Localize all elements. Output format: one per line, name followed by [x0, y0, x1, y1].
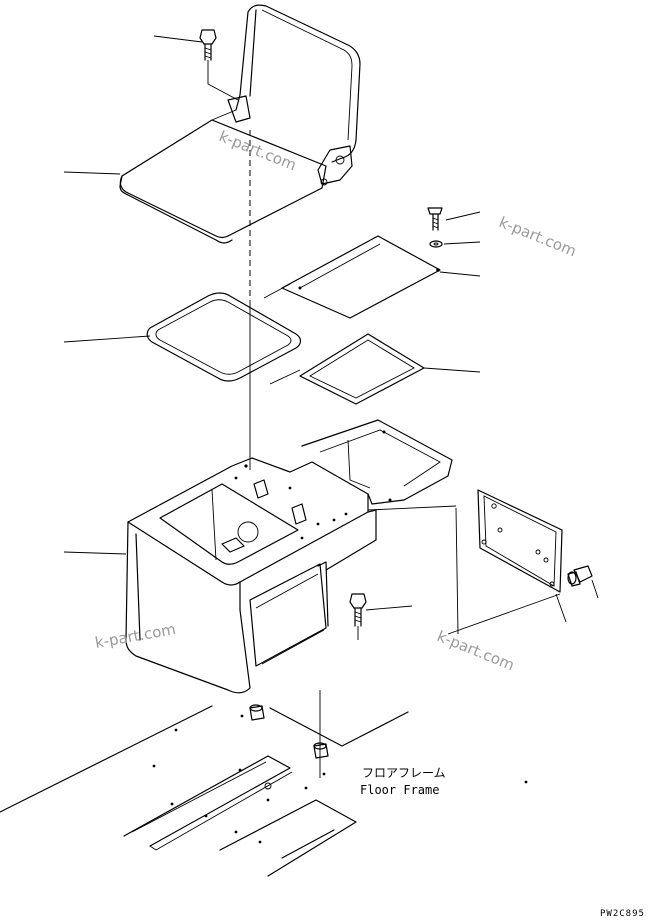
watermark-4: k-part.com: [435, 627, 517, 674]
drawing-code: PW2C895: [600, 909, 645, 919]
seat: [119, 4, 361, 470]
seat-stand: [125, 419, 453, 694]
side-plate-bolt: [567, 565, 593, 587]
watermark-2: k-part.com: [497, 213, 579, 260]
gasket-ring: [146, 292, 302, 382]
leader-lines: [63, 35, 599, 623]
cover-screws: [427, 207, 443, 248]
cover-gasket: [269, 333, 425, 405]
watermark-3: k-part.com: [94, 620, 178, 652]
cover-plate: [263, 235, 441, 319]
floor-frame-label-en: Floor Frame: [360, 783, 439, 797]
floor-frame-label-ja: フロアフレーム: [362, 766, 446, 780]
stand-bolt: [349, 593, 367, 640]
side-plate: [367, 489, 563, 635]
seat-bolt: [199, 29, 239, 101]
floor-frame: [0, 690, 528, 877]
